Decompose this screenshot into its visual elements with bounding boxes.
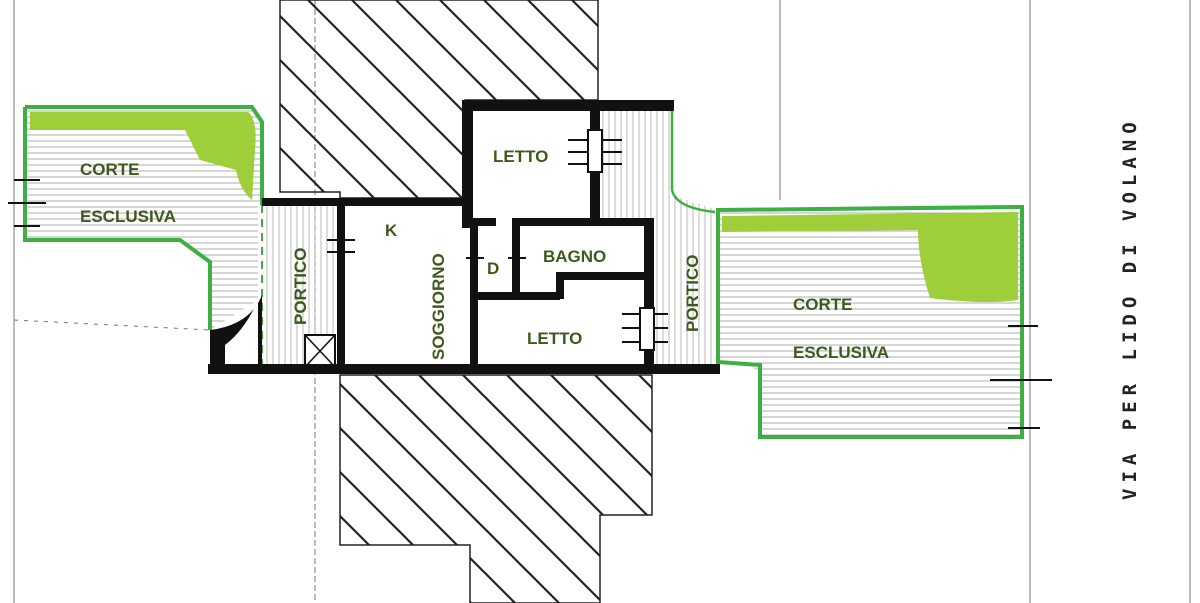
living-room-label: SOGGIORNO	[429, 253, 448, 360]
bedroom-bottom-label: LETTO	[527, 329, 582, 348]
bedroom-top-label: LETTO	[493, 147, 548, 166]
left-court-label-line1: CORTE	[80, 160, 140, 179]
bathroom-label: BAGNO	[543, 247, 606, 266]
hatched-building-top	[279, 0, 599, 199]
right-court	[716, 204, 1052, 439]
left-court-label-line2: ESCLUSIVA	[80, 207, 176, 226]
right-portico-label: PORTICO	[683, 255, 702, 332]
openings	[327, 129, 668, 351]
right-court-label-line2: ESCLUSIVA	[793, 343, 889, 362]
left-court	[8, 105, 264, 330]
kitchen-label: K	[385, 221, 398, 240]
right-court-label-line1: CORTE	[793, 295, 853, 314]
left-portico-label: PORTICO	[291, 248, 310, 325]
hatched-building-bottom	[339, 374, 653, 603]
street-label: VIA PER LIDO DI VOLANO	[1119, 116, 1141, 500]
storage-label: D	[487, 259, 499, 278]
left-portico	[210, 205, 340, 370]
